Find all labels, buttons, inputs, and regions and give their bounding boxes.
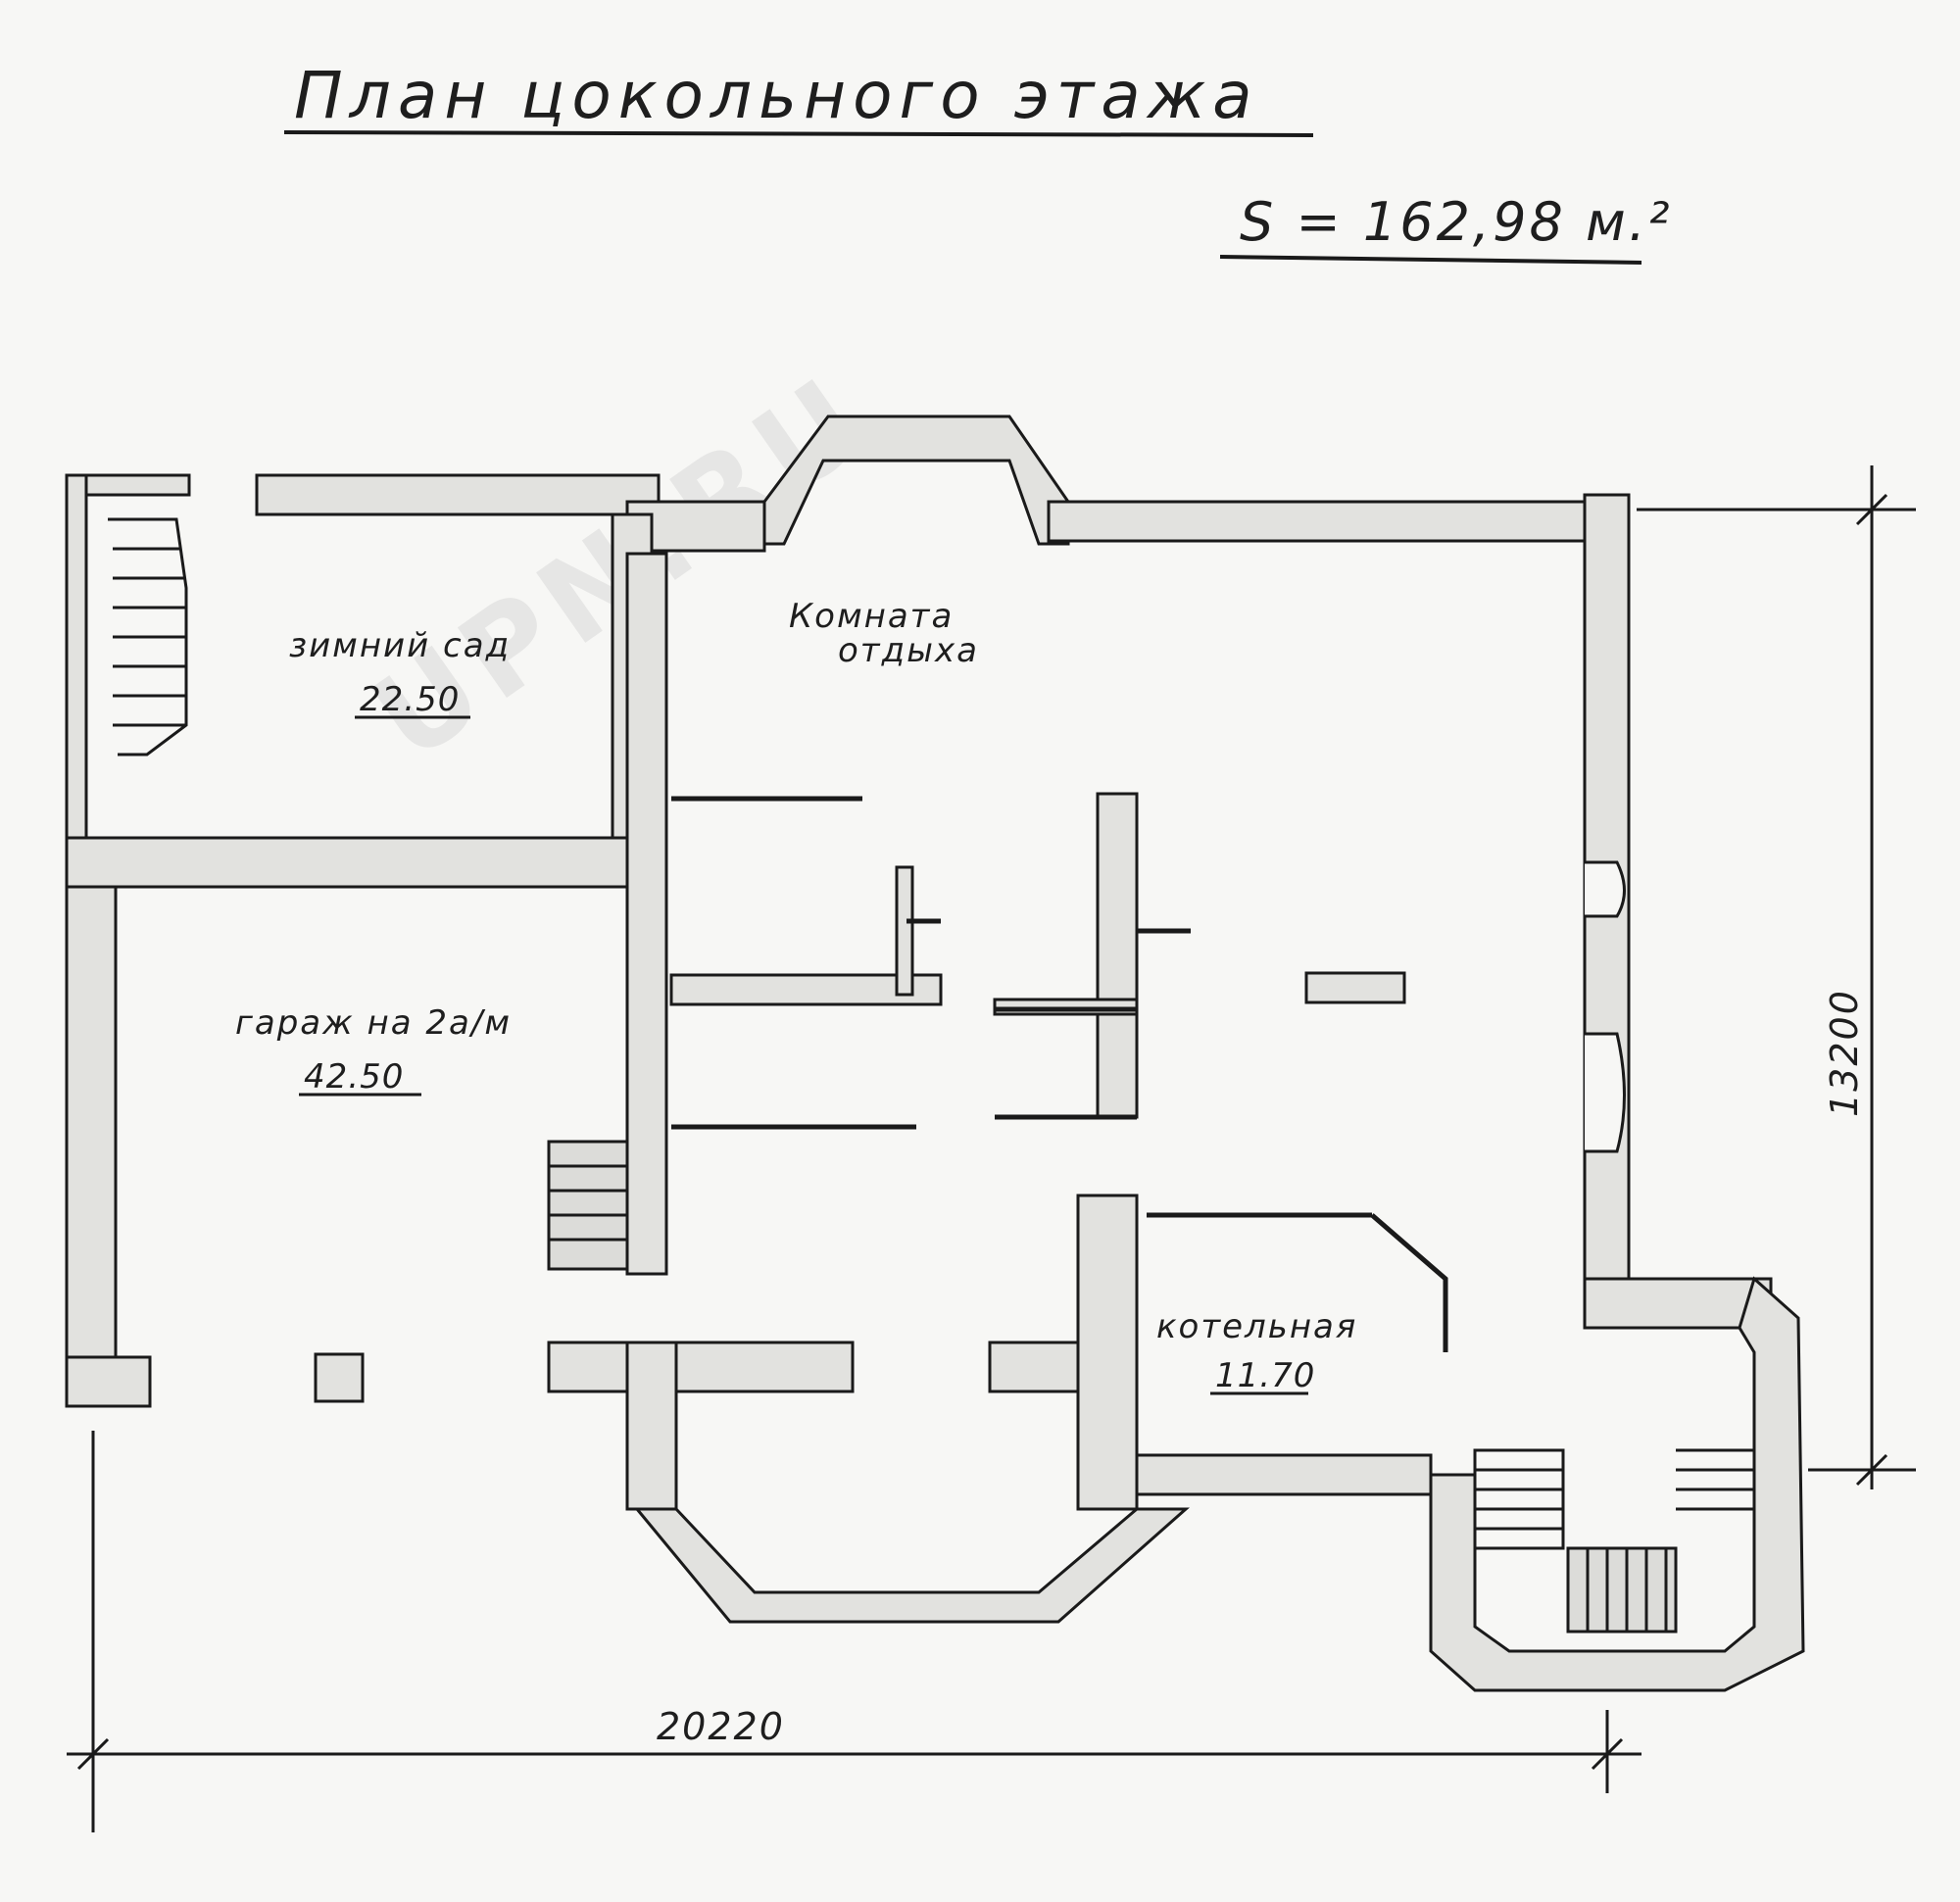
dimension-width-label: 20220 <box>657 1705 785 1748</box>
garage-label: гараж на 2а/м <box>235 1003 512 1043</box>
boiler-room-label: котельная <box>1156 1307 1357 1346</box>
area-underline <box>1219 255 1642 265</box>
stairs-entrance <box>1473 1448 1754 1634</box>
boiler-room-area: 11.70 <box>1215 1356 1315 1395</box>
rest-room-label-1: Комната <box>789 597 954 636</box>
dimension-height <box>1637 465 1916 1489</box>
bay-window <box>633 1507 1190 1624</box>
plan-title: План цокольного этажа <box>294 58 1259 133</box>
stairs-winter-garden <box>108 517 188 756</box>
total-area: S = 162,98 м.² <box>1240 191 1673 253</box>
garage-area: 42.50 <box>304 1057 404 1097</box>
garage-column <box>314 1352 365 1403</box>
rest-room-label-2: отдыха <box>838 631 979 670</box>
windows-right <box>1585 860 1626 1153</box>
interior-walls <box>65 512 1433 1511</box>
title-underline <box>283 130 1314 137</box>
winter-garden-label: зимний сад <box>289 626 511 665</box>
partitions <box>671 796 1448 1352</box>
winter-garden-area: 22.50 <box>360 680 460 719</box>
stairs-garage <box>547 1140 629 1271</box>
dimension-width <box>67 1431 1642 1832</box>
dimension-height-label: 13200 <box>1823 989 1866 1117</box>
